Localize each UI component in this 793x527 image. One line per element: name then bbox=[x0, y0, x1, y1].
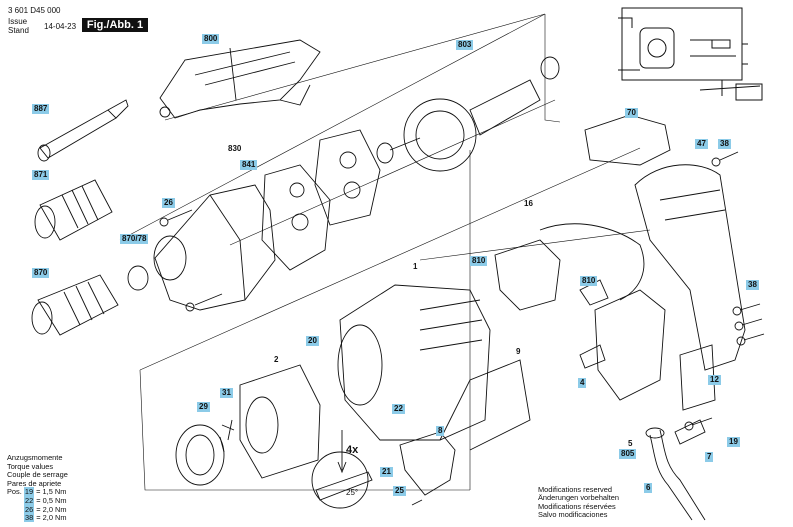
callout-870: 870 bbox=[32, 268, 50, 278]
callout-870-78: 870/78 bbox=[120, 234, 149, 244]
callout-810-b: 810 bbox=[580, 276, 598, 286]
torque-value: = 2,0 Nm bbox=[36, 504, 67, 514]
doc-number: 3 601 D45 000 bbox=[8, 6, 61, 15]
callout-805: 805 bbox=[619, 449, 637, 459]
torque-pos: 22 bbox=[24, 495, 35, 505]
callout-4: 4 bbox=[578, 378, 587, 388]
torque-value: = 0,5 Nm bbox=[36, 495, 67, 505]
screw-icons bbox=[159, 151, 765, 453]
torque-line-fr: Couple de serrage bbox=[7, 470, 68, 480]
gear-housing-icon bbox=[153, 184, 276, 311]
callout-871: 871 bbox=[32, 170, 50, 180]
callout-70: 70 bbox=[625, 108, 638, 118]
torque-pos: 19 bbox=[23, 487, 35, 497]
modifications-de: Änderungen vorbehalten bbox=[538, 493, 619, 503]
belt-clip-icon bbox=[399, 431, 456, 506]
callout-841: 841 bbox=[240, 160, 258, 170]
torque-line-es: Pares de apriete bbox=[7, 478, 62, 488]
torque-row: 22 = 0,5 Nm bbox=[7, 495, 68, 506]
torque-value: = 1,5 Nm bbox=[36, 487, 67, 497]
switch-icon bbox=[579, 289, 716, 411]
issue-date: 14-04-23 bbox=[44, 22, 77, 31]
callout-1: 1 bbox=[413, 262, 418, 271]
callout-26: 26 bbox=[162, 198, 175, 208]
modifications-fr: Modifications réservées bbox=[538, 501, 616, 511]
motor-housing-icon bbox=[337, 284, 531, 451]
callout-8: 8 bbox=[436, 426, 445, 436]
depth-locator-icon bbox=[34, 179, 113, 241]
stand-label: Stand bbox=[8, 26, 29, 35]
callout-12: 12 bbox=[708, 375, 721, 385]
wiring-harness-icon bbox=[494, 223, 645, 311]
assembly-lines bbox=[119, 13, 651, 491]
callout-810-a: 810 bbox=[470, 256, 488, 266]
modifications-es: Salvo modificaciones bbox=[538, 510, 608, 520]
callout-5: 5 bbox=[628, 439, 633, 448]
callout-20: 20 bbox=[306, 336, 319, 346]
nose-piece-icon bbox=[31, 265, 149, 336]
detail-multiplier: 4x bbox=[346, 444, 359, 456]
callout-6: 6 bbox=[644, 483, 653, 493]
callout-16: 16 bbox=[524, 199, 533, 208]
modifications-en: Modifications reserved bbox=[538, 485, 612, 494]
armature-icon bbox=[376, 56, 560, 172]
angle-detail-icon bbox=[311, 430, 373, 509]
attachment-housing-icon bbox=[159, 39, 321, 119]
callout-9: 9 bbox=[516, 347, 521, 356]
stator-icon bbox=[175, 364, 321, 486]
callout-7: 7 bbox=[705, 452, 714, 462]
handle-cover-icon bbox=[584, 114, 746, 371]
wiring-schematic-icon bbox=[618, 7, 763, 101]
torque-pos: 38 bbox=[24, 513, 35, 523]
callout-25: 25 bbox=[393, 486, 406, 496]
bearing-plate-icon bbox=[261, 129, 381, 271]
callout-47: 47 bbox=[695, 139, 708, 149]
callout-21: 21 bbox=[380, 467, 393, 477]
torque-line-en: Torque values bbox=[7, 461, 54, 471]
callout-830: 830 bbox=[228, 144, 242, 153]
figure-badge: Fig./Abb. 1 bbox=[82, 18, 148, 32]
issue-label: Issue bbox=[8, 17, 28, 26]
power-cable-icon bbox=[645, 419, 706, 521]
callout-800: 800 bbox=[202, 34, 220, 44]
torque-line-de: Anzugsmomente bbox=[7, 453, 63, 462]
callout-31: 31 bbox=[220, 388, 233, 398]
callout-19: 19 bbox=[727, 437, 740, 447]
callout-38-top: 38 bbox=[718, 139, 731, 149]
callout-803: 803 bbox=[456, 40, 474, 50]
detail-angle: 25° bbox=[346, 488, 359, 497]
callout-887: 887 bbox=[32, 104, 50, 114]
torque-row: 26 = 2,0 Nm bbox=[7, 504, 68, 515]
torque-row: 38 = 2,0 Nm bbox=[7, 513, 68, 523]
torque-row: Pos. 19 = 1,5 Nm bbox=[7, 487, 68, 497]
callout-22: 22 bbox=[392, 404, 405, 414]
torque-values: Anzugsmomente Torque values Couple de se… bbox=[7, 453, 68, 523]
modifications-note: Modifications reserved Änderungen vorbeh… bbox=[538, 485, 619, 520]
callout-38-side: 38 bbox=[746, 280, 759, 290]
torque-prefix: Pos. bbox=[7, 487, 22, 497]
torque-pos: 26 bbox=[24, 504, 35, 514]
callout-2: 2 bbox=[274, 355, 279, 364]
callout-29: 29 bbox=[197, 402, 210, 412]
torque-value: = 2,0 Nm bbox=[36, 513, 67, 523]
bit-holder-icon bbox=[37, 99, 129, 162]
